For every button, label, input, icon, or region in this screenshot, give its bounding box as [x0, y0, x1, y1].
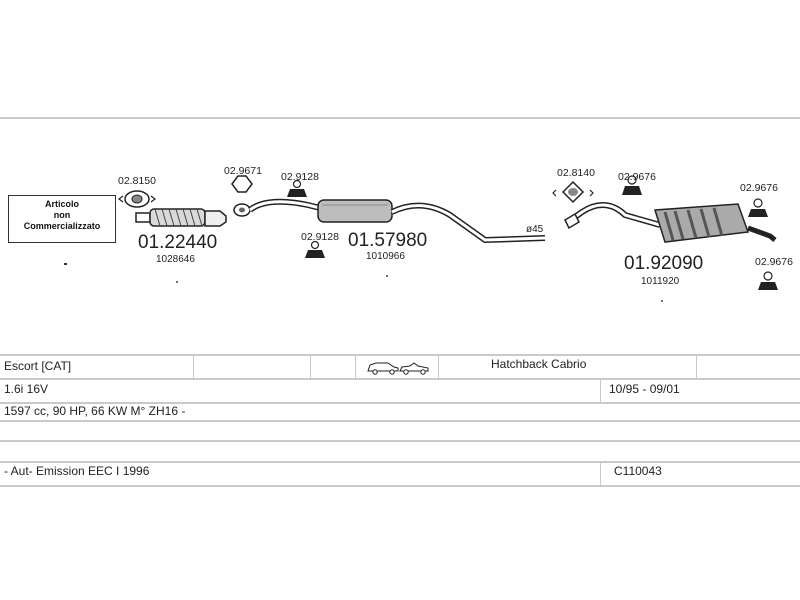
- table-divider: [0, 420, 800, 422]
- body-type-cell: Hatchback Cabrio: [491, 357, 587, 371]
- table-divider: [0, 485, 800, 487]
- part-code-label: 1011920: [641, 276, 680, 287]
- rear-silencer[interactable]: [564, 202, 777, 243]
- engine-cell: 1.6i 16V: [4, 382, 49, 396]
- table-divider: [0, 440, 800, 442]
- clamp-icon[interactable]: [231, 175, 253, 217]
- part-ref-label: 02.9676: [618, 171, 656, 183]
- model-cell: Escort [CAT]: [4, 359, 72, 373]
- years-cell: 10/95 - 09/01: [609, 382, 680, 396]
- part-code-label: 1028646: [156, 254, 195, 265]
- marker-dot: [64, 263, 67, 265]
- clamp-icon[interactable]: [552, 180, 594, 204]
- rubber-mount-icon[interactable]: [622, 175, 642, 195]
- rubber-mount-icon[interactable]: [305, 240, 325, 259]
- part-ref-label: 02.8150: [118, 175, 156, 187]
- table-row: - Aut- Emission EEC I 1996 C110043: [0, 463, 800, 485]
- table-divider: [0, 378, 800, 380]
- front-pipe[interactable]: [135, 208, 227, 227]
- part-ref-label: 02.9671: [224, 165, 262, 177]
- table-row: 1597 cc, 90 HP, 66 KW M° ZH16 -: [0, 404, 800, 420]
- center-silencer[interactable]: [248, 198, 546, 244]
- part-ref-label: 02.8140: [557, 167, 595, 179]
- table-divider: [0, 461, 800, 463]
- rubber-mount-icon[interactable]: [758, 271, 778, 290]
- emission-cell: - Aut- Emission EEC I 1996: [4, 464, 150, 478]
- part-code-label: 1010966: [366, 251, 405, 262]
- part-ref-label: 02.9676: [740, 182, 778, 194]
- part-ref-label: 02.9128: [301, 231, 339, 243]
- pipe-diameter-label: ø45: [526, 224, 544, 235]
- table-row: 1.6i 16V 10/95 - 09/01: [0, 380, 800, 402]
- exhaust-diagram: ø45 02.8150 01.22440 1028646 02.9671 02.…: [118, 165, 793, 302]
- part-number-label: 01.22440: [138, 232, 217, 253]
- spec-cell: 1597 cc, 90 HP, 66 KW M° ZH16 -: [4, 404, 186, 418]
- catalog-code-cell: C110043: [614, 464, 662, 478]
- table-divider: [0, 354, 800, 356]
- notice-line-1: Articolo: [44, 199, 79, 209]
- part-number-label: 01.92090: [624, 253, 703, 274]
- notice-line-2: non: [53, 210, 71, 220]
- car-body-icons: [366, 359, 430, 378]
- table-row: Escort [CAT] Hatchback Cabrio: [0, 356, 800, 378]
- rubber-mount-icon[interactable]: [287, 179, 307, 198]
- part-ref-label: 02.9676: [755, 256, 793, 268]
- rubber-mount-icon[interactable]: [748, 198, 768, 217]
- part-number-label: 01.57980: [348, 230, 427, 251]
- not-available-notice: Articolo non Commercializzato: [8, 195, 116, 243]
- gasket-icon[interactable]: [118, 190, 156, 208]
- table-divider: [0, 402, 800, 404]
- top-divider: [0, 117, 800, 119]
- part-ref-label: 02.9128: [281, 171, 319, 183]
- notice-line-3: Commercializzato: [23, 221, 101, 231]
